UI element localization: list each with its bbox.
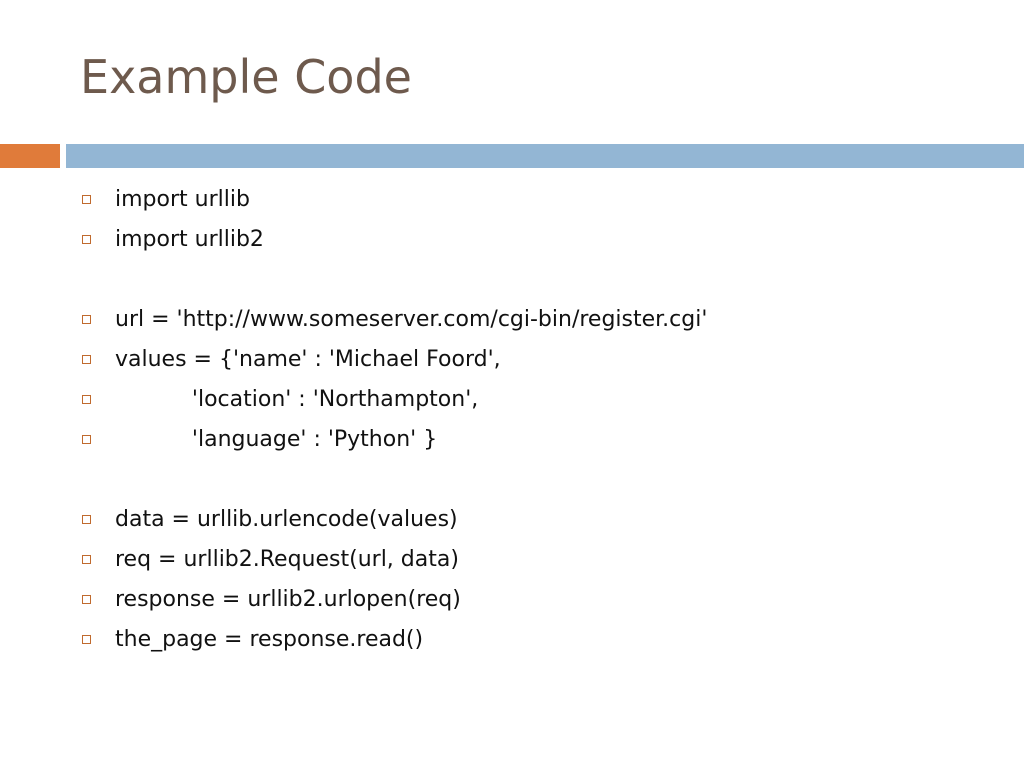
list-item: 'language' : 'Python' } [80,420,1000,460]
list-item: url = 'http://www.someserver.com/cgi-bin… [80,300,1000,340]
blank-line [80,460,1000,500]
square-bullet-icon [82,635,91,644]
list-item: values = {'name' : 'Michael Foord', [80,340,1000,380]
code-line: values = {'name' : 'Michael Foord', [115,347,501,372]
code-line: import urllib2 [115,227,264,252]
square-bullet-icon [82,195,91,204]
square-bullet-icon [82,595,91,604]
code-line: 'location' : 'Northampton', [115,387,479,412]
code-line: url = 'http://www.someserver.com/cgi-bin… [115,307,708,332]
list-item: the_page = response.read() [80,620,1000,660]
list-item: import urllib [80,180,1000,220]
square-bullet-icon [82,355,91,364]
code-bullet-list: import urllib import urllib2 url = 'http… [80,180,1000,660]
code-line: data = urllib.urlencode(values) [115,507,458,532]
accent-bar-right [66,144,1024,168]
list-item: data = urllib.urlencode(values) [80,500,1000,540]
list-item: response = urllib2.urlopen(req) [80,580,1000,620]
code-line: the_page = response.read() [115,627,424,652]
slide-title: Example Code [80,50,412,104]
square-bullet-icon [82,395,91,404]
blank-line [80,260,1000,300]
list-item: req = urllib2.Request(url, data) [80,540,1000,580]
square-bullet-icon [82,235,91,244]
code-line: req = urllib2.Request(url, data) [115,547,459,572]
code-line: 'language' : 'Python' } [115,427,438,452]
accent-bar-left [0,144,60,168]
list-item: 'location' : 'Northampton', [80,380,1000,420]
code-line: import urllib [115,187,250,212]
square-bullet-icon [82,515,91,524]
square-bullet-icon [82,555,91,564]
square-bullet-icon [82,315,91,324]
list-item: import urllib2 [80,220,1000,260]
code-line: response = urllib2.urlopen(req) [115,587,461,612]
square-bullet-icon [82,435,91,444]
